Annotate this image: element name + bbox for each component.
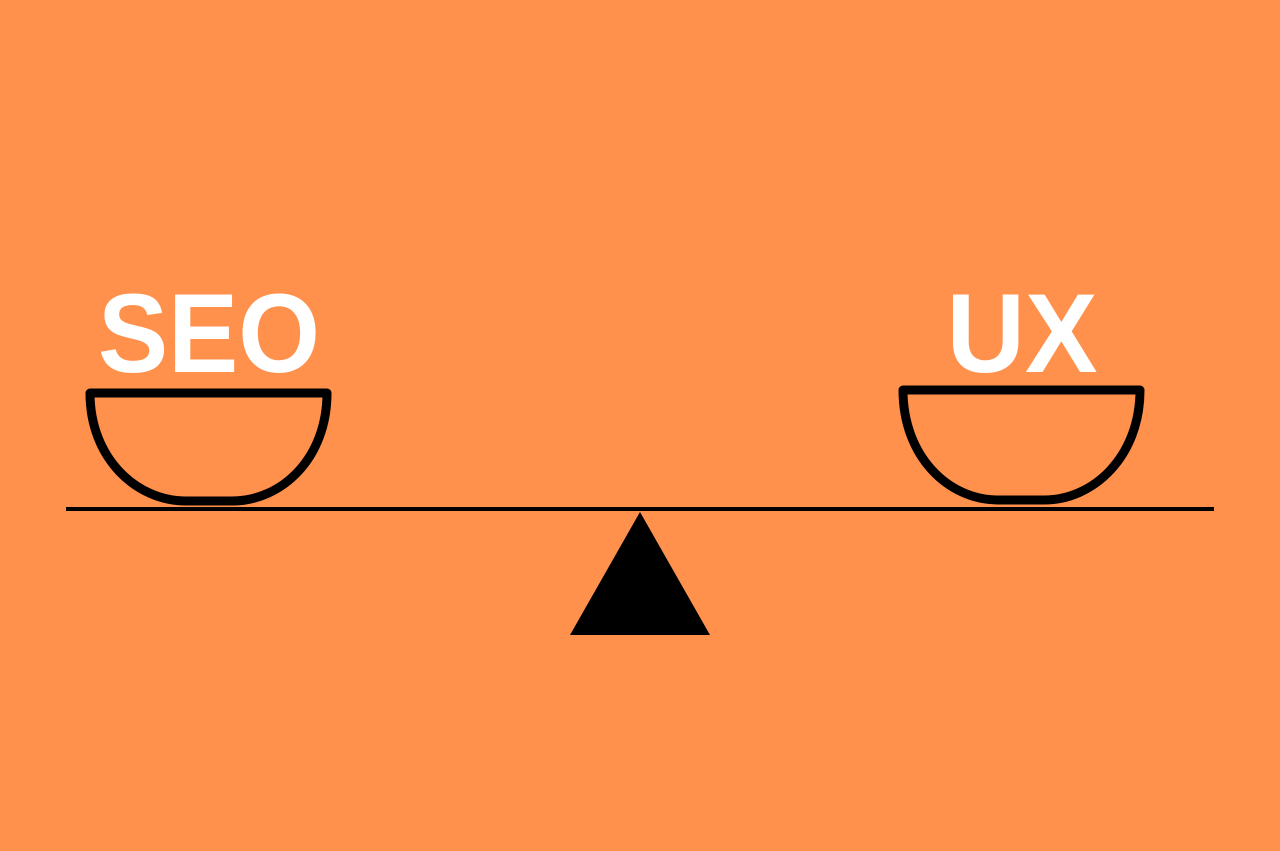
right-scale-pan: [898, 385, 1145, 505]
fulcrum-triangle: [570, 512, 710, 635]
left-scale-pan: [85, 388, 332, 506]
seo-label: SEO: [98, 271, 320, 396]
ux-label: UX: [947, 271, 1098, 396]
